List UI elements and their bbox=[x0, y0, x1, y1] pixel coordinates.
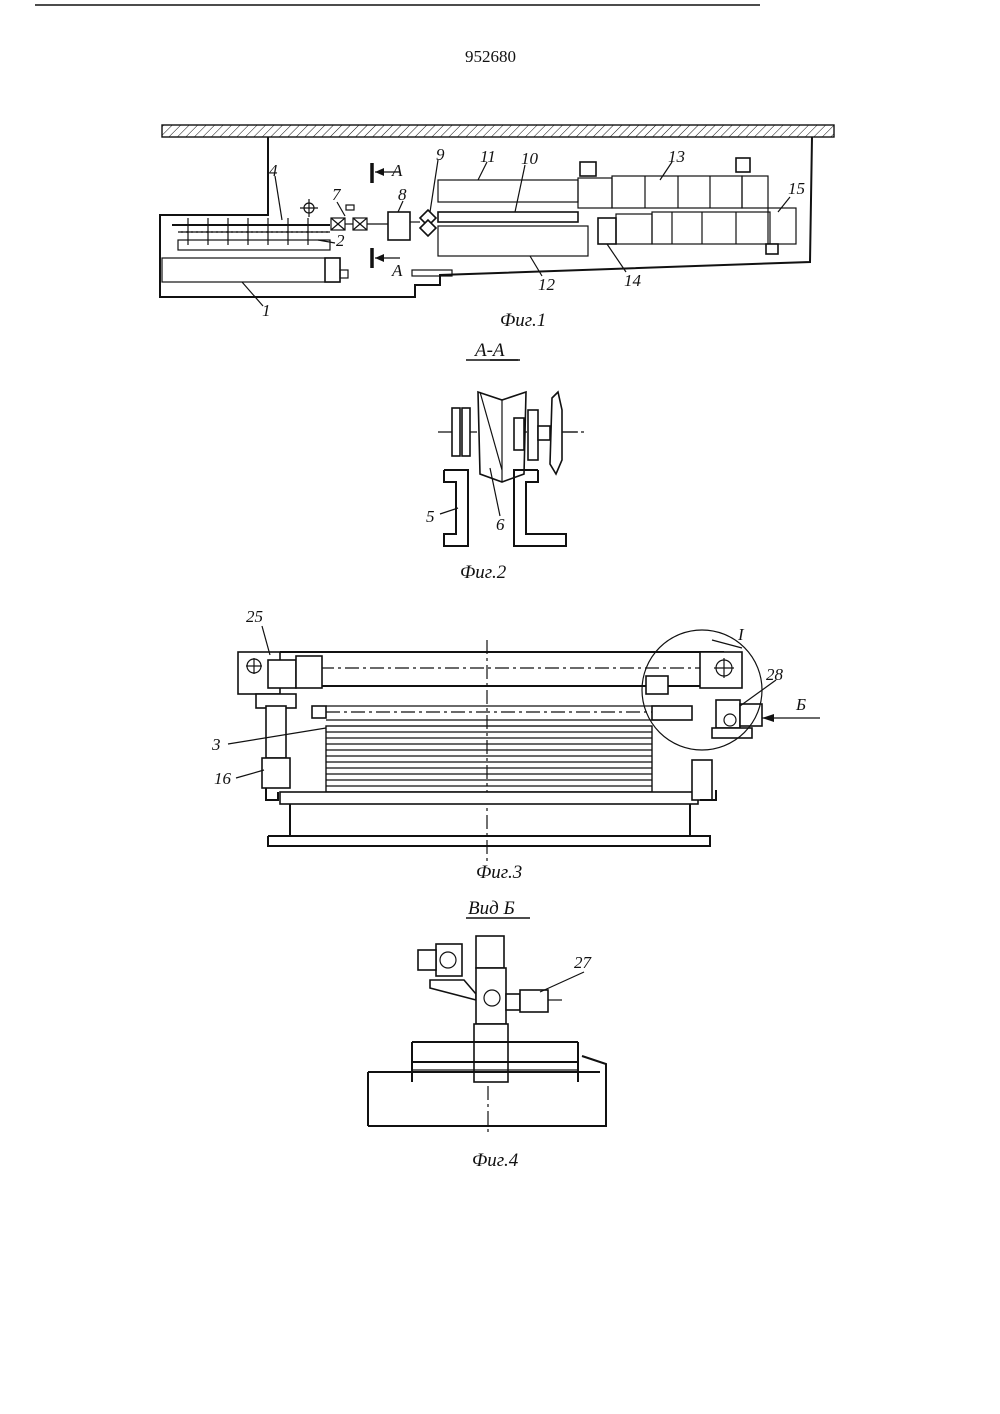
fig2-caption: Фиг.2 bbox=[460, 562, 507, 583]
sheet-stack-3 bbox=[326, 726, 652, 792]
wall-hatching bbox=[162, 125, 834, 137]
fig3-label-3: 3 bbox=[211, 735, 221, 754]
fig1-label-9: 9 bbox=[436, 145, 445, 164]
fig4-view-b bbox=[368, 936, 606, 1134]
fig1-label-1: 1 bbox=[262, 301, 271, 320]
fig2-section-view bbox=[438, 360, 585, 546]
section-a-top: А bbox=[391, 161, 403, 180]
fig3-detail-mark: I bbox=[737, 625, 745, 644]
fig1-label-14: 14 bbox=[624, 271, 642, 290]
unit-8 bbox=[388, 212, 410, 240]
chamber-12 bbox=[438, 226, 588, 256]
fig1-label-12: 12 bbox=[538, 275, 556, 294]
drive-27 bbox=[520, 990, 548, 1012]
fig1-label-15: 15 bbox=[788, 179, 805, 198]
fig3-label-16: 16 bbox=[214, 769, 232, 788]
chamber-11 bbox=[438, 180, 578, 202]
section-a-bottom: А bbox=[391, 261, 403, 280]
wheel-disc bbox=[452, 408, 460, 456]
fig4-caption: Фиг.4 bbox=[472, 1150, 519, 1171]
fig4-title: Вид Б bbox=[468, 898, 515, 919]
channel-5-right bbox=[514, 470, 566, 546]
fig1-plan-view bbox=[160, 125, 834, 306]
unit-14 bbox=[598, 218, 616, 244]
fig1-label-13: 13 bbox=[668, 147, 685, 166]
fig1-label-2: 2 bbox=[336, 231, 345, 250]
fig3-front-view bbox=[228, 626, 820, 862]
line-15 bbox=[652, 212, 770, 244]
fig2-title: А-А bbox=[473, 340, 505, 361]
fig1-caption: Фиг.1 bbox=[500, 310, 546, 331]
line-13 bbox=[612, 176, 742, 208]
base-frame bbox=[280, 792, 698, 804]
fig4-label-27: 27 bbox=[574, 953, 593, 972]
fig3-label-25: 25 bbox=[246, 607, 263, 626]
fig3-label-28: 28 bbox=[766, 665, 784, 684]
fig1-label-4: 4 bbox=[269, 161, 278, 180]
saw-blade bbox=[550, 392, 562, 474]
column-16 bbox=[266, 706, 286, 758]
fig1-label-11: 11 bbox=[480, 147, 496, 166]
fig3-view-arrow-label: Б bbox=[795, 695, 806, 714]
channel-5-left bbox=[444, 470, 468, 546]
fig3-caption: Фиг.3 bbox=[476, 862, 522, 883]
conveyor-2 bbox=[178, 240, 330, 250]
fig1-label-10: 10 bbox=[521, 149, 539, 168]
fig1-label-7: 7 bbox=[332, 185, 342, 204]
storage-1 bbox=[162, 258, 340, 282]
fig2-label-6: 6 bbox=[496, 515, 505, 534]
fig2-label-5: 5 bbox=[426, 507, 435, 526]
fig1-label-8: 8 bbox=[398, 185, 407, 204]
zone-10 bbox=[438, 212, 578, 222]
